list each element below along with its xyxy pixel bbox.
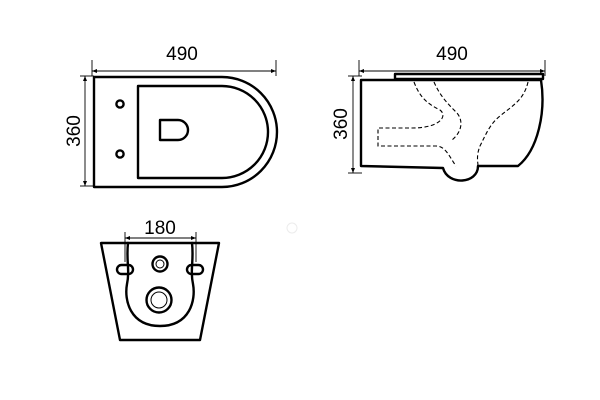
top-view: 490 360: [64, 44, 279, 189]
side-view-height-dimension: 360: [331, 75, 362, 174]
side-view-bowl-dashed: [433, 81, 462, 141]
top-view-fixing-hole-lower: [115, 149, 125, 159]
side-view-body-outline: [359, 78, 544, 182]
rear-view-outlet-hole: [145, 286, 173, 314]
top-view-depth-dimension: 360: [64, 75, 94, 187]
side-view-trapway-dashed: [377, 81, 529, 167]
rear-view-outlet-hole-inner: [150, 291, 168, 309]
top-view-outlet: [158, 118, 190, 142]
top-view-width-label: 490: [166, 44, 198, 65]
rear-view-body-outline: [99, 241, 221, 342]
top-view-depth-label: 360: [64, 115, 85, 147]
top-view-fixing-hole-upper: [115, 99, 125, 109]
top-view-bowl-rim: [136, 84, 270, 180]
rear-view-fixing-slot-right: [185, 263, 205, 276]
rear-view-fixing-slot-left: [115, 263, 135, 276]
side-view-seat-plate: [393, 72, 545, 81]
side-view-length-dimension: 490: [358, 44, 546, 76]
rear-view-inlet-hole-inner: [155, 259, 165, 269]
side-view-length-label: 490: [436, 44, 468, 65]
side-view: 490 360: [331, 44, 546, 182]
rear-view-fixing-dimension: 180: [124, 218, 197, 262]
top-view-body-outline: [92, 75, 279, 189]
rear-view-fixing-label: 180: [144, 218, 176, 239]
rear-view-inlet-hole: [151, 255, 169, 273]
watermark-mark: [286, 222, 298, 234]
rear-view: 180: [99, 218, 221, 342]
side-view-height-label: 360: [331, 108, 352, 140]
top-view-width-dimension: 490: [91, 44, 277, 76]
